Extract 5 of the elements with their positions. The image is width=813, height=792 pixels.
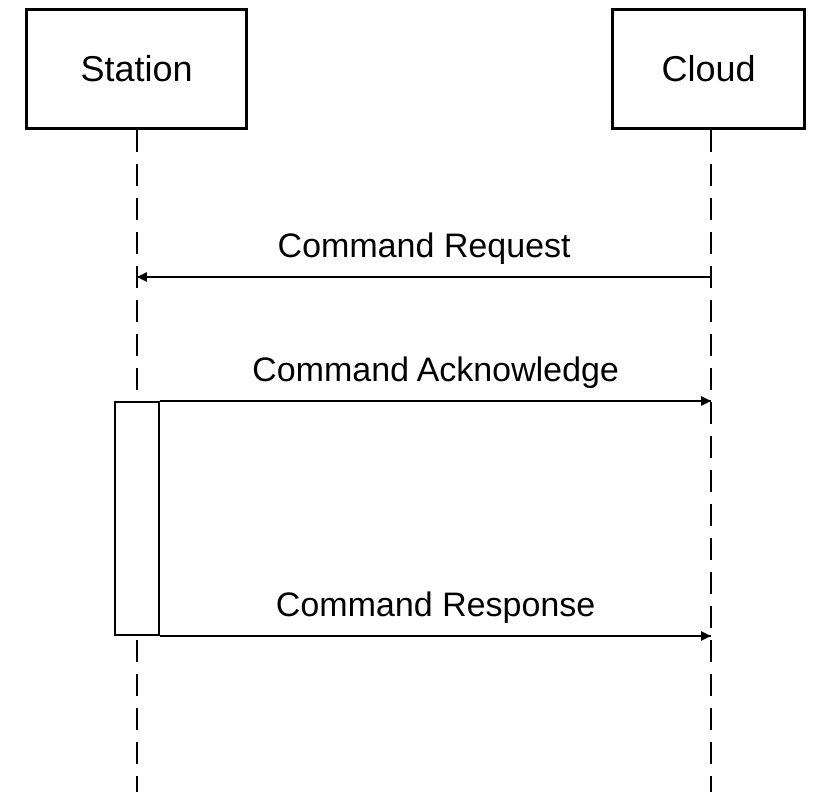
participant-box: Cloud	[611, 8, 806, 130]
participant-box: Station	[25, 8, 248, 130]
message-arrow	[160, 396, 711, 406]
message-arrow	[137, 272, 711, 282]
message-arrow	[160, 631, 711, 641]
